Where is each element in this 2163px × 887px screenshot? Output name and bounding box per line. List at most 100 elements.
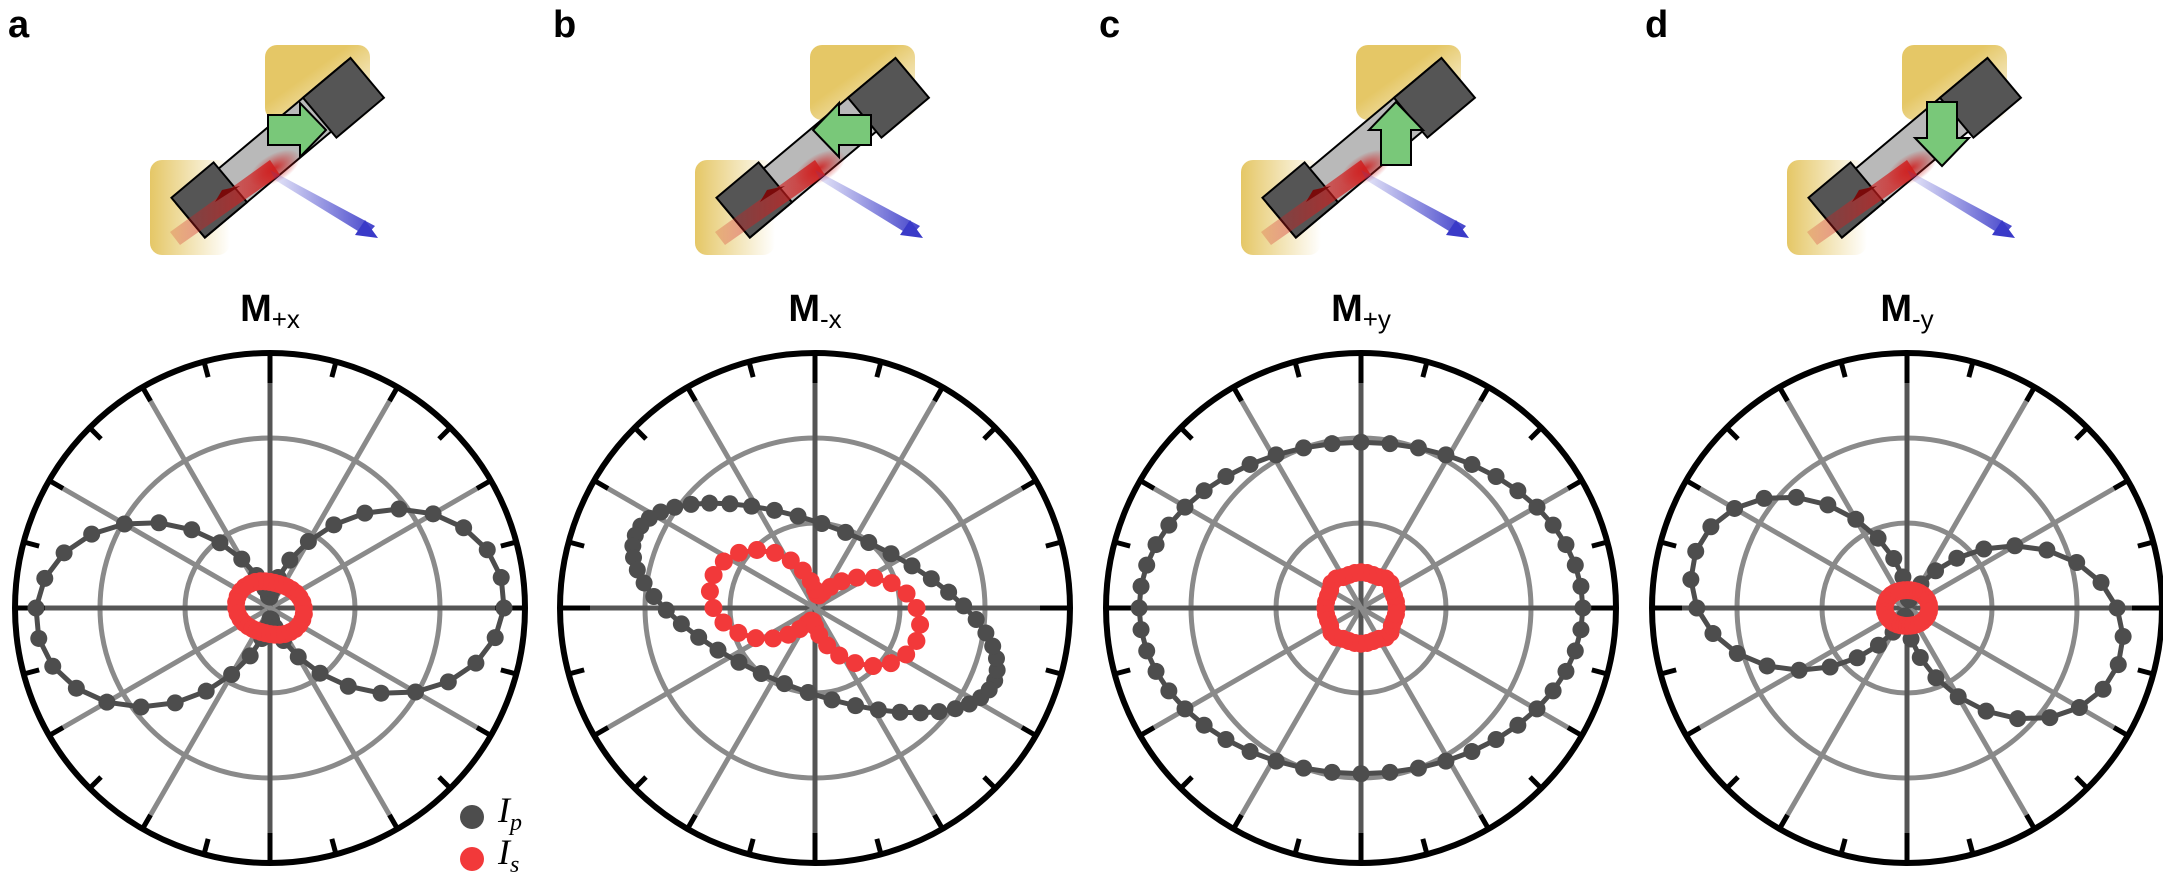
data-point-is [764,629,783,648]
polar-tick [932,385,945,403]
series-is [227,572,313,644]
data-point-ip [223,665,241,683]
polar-tick [1528,425,1544,441]
data-point-ip [682,495,700,513]
panel-title: M+y [1291,288,1431,335]
data-point-ip [30,629,48,647]
data-point-ip [478,541,496,559]
data-point-ip [922,570,940,588]
data-point-ip [743,497,761,515]
title-subscript: -y [1911,304,1934,334]
reflected-beam-arrowhead [355,220,378,238]
polar-tick [87,775,103,791]
data-point-ip [492,569,510,587]
data-point-is [881,654,900,673]
data-point-ip [1487,468,1505,486]
polar-tick [1838,361,1848,378]
data-point-ip [233,550,251,568]
data-point-ip [940,583,958,601]
data-point-ip [775,675,793,693]
polar-tick [685,385,698,403]
polar-tick [746,361,756,378]
data-point-ip [882,545,900,563]
data-point-ip [891,703,909,721]
polar-tick [23,667,40,677]
polar-tick [1478,813,1491,831]
data-point-ip [241,647,259,665]
incident-beam-arrowhead [760,186,785,202]
title-subscript: +y [1362,304,1391,334]
data-point-is [700,582,719,601]
data-point-ip [2009,710,2027,728]
data-point-is [294,604,313,623]
panel-title: M-y [1837,288,1977,335]
data-point-ip [1528,700,1546,718]
data-point-is [747,540,766,559]
legend-label-ip: Ip [498,790,522,836]
reflected-beam-arrowhead [1992,220,2015,238]
data-point-ip [356,504,374,522]
polar-tick [2024,813,2037,831]
polar-plot [1103,350,1619,866]
data-point-ip [1267,446,1285,464]
data-point-is [830,646,849,665]
data-point-ip [211,534,229,552]
data-point-is [704,599,723,617]
data-point-ip [1437,752,1455,770]
data-point-ip [455,519,473,537]
data-point-ip [980,681,998,699]
data-point-is [882,574,901,593]
polar-tick [437,425,453,441]
panel-title: M-x [745,288,885,335]
panel-letter: a [8,4,30,46]
data-point-ip [752,665,770,683]
data-point-ip [1241,743,1259,761]
arrow-left-icon [811,100,872,160]
data-point-ip [1819,496,1837,514]
reflected-beam [270,170,375,236]
data-point-ip [1572,621,1590,639]
polar-tick [1114,539,1131,549]
data-point-is [714,613,733,632]
incident-beam-arrowhead [215,186,240,202]
polar-tick [201,838,211,855]
data-point-is [865,568,884,587]
device-schematic [150,45,386,255]
data-point-ip [1949,688,1967,706]
polar-tick [140,813,153,831]
polar-tick [387,813,400,831]
data-point-ip [67,679,85,697]
polar-tick [746,838,756,855]
data-point-ip [1160,682,1178,700]
device-schematic [1241,45,1477,255]
data-point-ip [1147,662,1165,680]
polar-tick [1045,539,1062,549]
legend-label-subscript: s [510,852,520,879]
polar-tick [1231,813,1244,831]
data-point-is [818,636,837,655]
data-point-ip [166,694,184,712]
polar-tick [475,478,493,491]
data-point-ip [1544,682,1562,700]
polar-tick [2137,667,2154,677]
data-point-ip [823,691,841,709]
data-point-is [781,551,800,570]
polar-tick [1591,667,1608,677]
data-point-ip [424,505,442,523]
polar-tick [1724,425,1740,441]
data-point-ip [36,569,54,587]
polar-tick [329,361,339,378]
data-point-ip [1704,625,1722,643]
panel-letter: c [1099,4,1121,46]
polar-tick [1138,725,1156,738]
polar-tick [1020,725,1038,738]
data-point-ip [645,587,663,605]
data-point-ip [1977,702,1995,720]
data-point-ip [1195,482,1213,500]
polar-tick [201,361,211,378]
data-point-ip [903,557,921,575]
polar-ticks [15,353,525,863]
polar-tick [1292,838,1302,855]
